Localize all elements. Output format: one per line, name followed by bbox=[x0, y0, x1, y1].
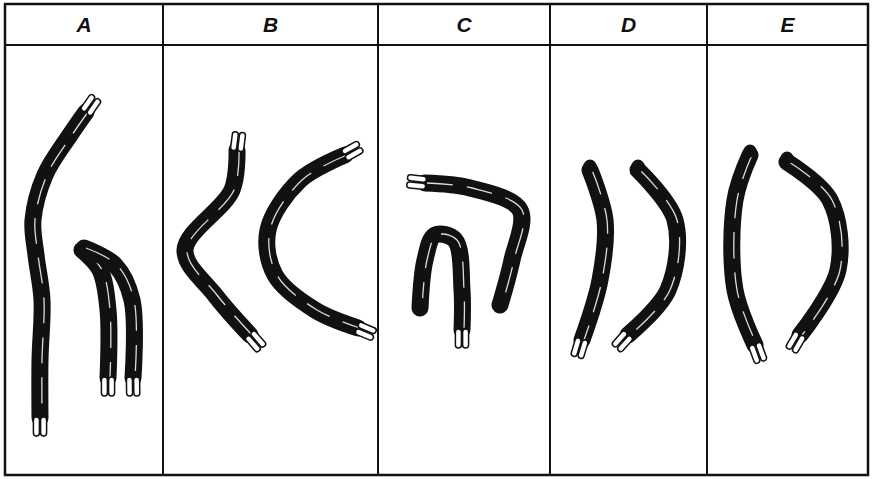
chromatid-split bbox=[584, 170, 608, 340]
satellite-knob bbox=[781, 152, 794, 165]
chromosome-body bbox=[628, 170, 678, 335]
table-frame bbox=[5, 4, 868, 475]
satellite-knob bbox=[584, 160, 597, 173]
chromatid-tip bbox=[752, 346, 763, 361]
column-letter: A bbox=[5, 14, 163, 35]
chromosome bbox=[781, 152, 843, 350]
column-letter: B bbox=[163, 14, 378, 35]
chromatid-tip bbox=[104, 380, 111, 393]
chromatid-split bbox=[86, 248, 136, 378]
column-rule bbox=[377, 4, 379, 475]
column-letter: E bbox=[707, 14, 868, 35]
column-letter: D bbox=[550, 14, 707, 35]
chromatid-split bbox=[84, 250, 111, 378]
chromosome bbox=[732, 145, 764, 361]
column-rule bbox=[162, 4, 164, 475]
chromosome-body bbox=[267, 155, 358, 328]
chromosome-body bbox=[82, 250, 109, 378]
chromatid-split bbox=[187, 150, 252, 335]
column-letter: C bbox=[378, 14, 550, 35]
column-rule bbox=[706, 4, 708, 475]
chromosome-body bbox=[84, 248, 134, 378]
chromatid-tip bbox=[84, 98, 97, 113]
chromatid-tip bbox=[249, 334, 263, 349]
chromatid-split bbox=[734, 155, 757, 345]
chromatid-split bbox=[789, 162, 842, 335]
chromatid-split bbox=[422, 234, 464, 330]
chromosome bbox=[414, 234, 466, 345]
chromosome bbox=[615, 160, 679, 349]
chromatid-tip bbox=[789, 335, 802, 350]
chromatid-split bbox=[427, 183, 524, 305]
satellite-knob bbox=[414, 298, 427, 311]
chromatid-split bbox=[269, 155, 360, 328]
chromatid-tip bbox=[615, 334, 629, 348]
chromosome-body bbox=[732, 155, 755, 345]
chromosome-body bbox=[185, 150, 250, 335]
chromosome-body bbox=[420, 234, 462, 330]
satellite-knob bbox=[744, 145, 757, 158]
satellite-knob bbox=[632, 160, 645, 173]
chromosome bbox=[267, 145, 373, 338]
chromatid-tip bbox=[234, 135, 243, 149]
chromosomes bbox=[33, 98, 842, 433]
chromosome bbox=[84, 248, 137, 393]
table-border bbox=[5, 4, 868, 475]
chromatid-tip bbox=[129, 380, 136, 393]
chromosome bbox=[574, 160, 607, 356]
chromatid-tip bbox=[345, 145, 360, 158]
chromosome-body bbox=[787, 162, 840, 335]
chromosome-body bbox=[33, 112, 86, 418]
chromatid-tip bbox=[574, 341, 585, 356]
chromatid-tip bbox=[36, 420, 43, 433]
chromosome bbox=[82, 250, 112, 393]
chromatid-tip bbox=[410, 178, 424, 187]
chromatid-split bbox=[35, 112, 88, 418]
chromosome bbox=[185, 135, 263, 349]
header-rule bbox=[5, 44, 868, 46]
column-rule bbox=[549, 4, 551, 475]
chromatid-tip bbox=[358, 325, 373, 337]
chromatid-split bbox=[630, 170, 680, 335]
chromatid-tip bbox=[458, 332, 465, 345]
chromosome-body bbox=[582, 170, 606, 340]
